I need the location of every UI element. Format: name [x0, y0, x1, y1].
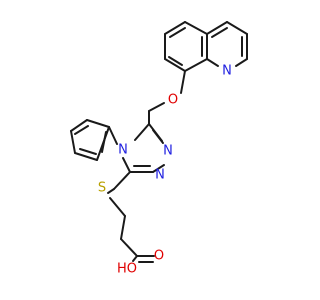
ether-oxygen-label: O [168, 93, 178, 108]
carbonyl-oxygen-label: O [154, 249, 164, 264]
triazole-ring [122, 123, 165, 173]
triazole-n1-label: N [163, 144, 173, 159]
quinoline-nitrogen-label: N [222, 64, 232, 79]
triazole-n4-label: N [118, 143, 128, 158]
molecule-diagram: N O N N N S O HO [70, 21, 248, 277]
phenyl-ring [70, 119, 118, 161]
triazole-n2-label: N [155, 168, 165, 183]
propanoic-acid-chain [107, 171, 155, 263]
quinoline-pyridine-ring [206, 21, 248, 67]
ether-linker [148, 70, 186, 125]
structure-svg: N O N N N S O HO [70, 21, 248, 277]
thioether-sulfur-label: S [98, 181, 106, 196]
quinoline-benzo-ring [164, 21, 208, 72]
hydroxyl-label: HO [117, 262, 137, 277]
